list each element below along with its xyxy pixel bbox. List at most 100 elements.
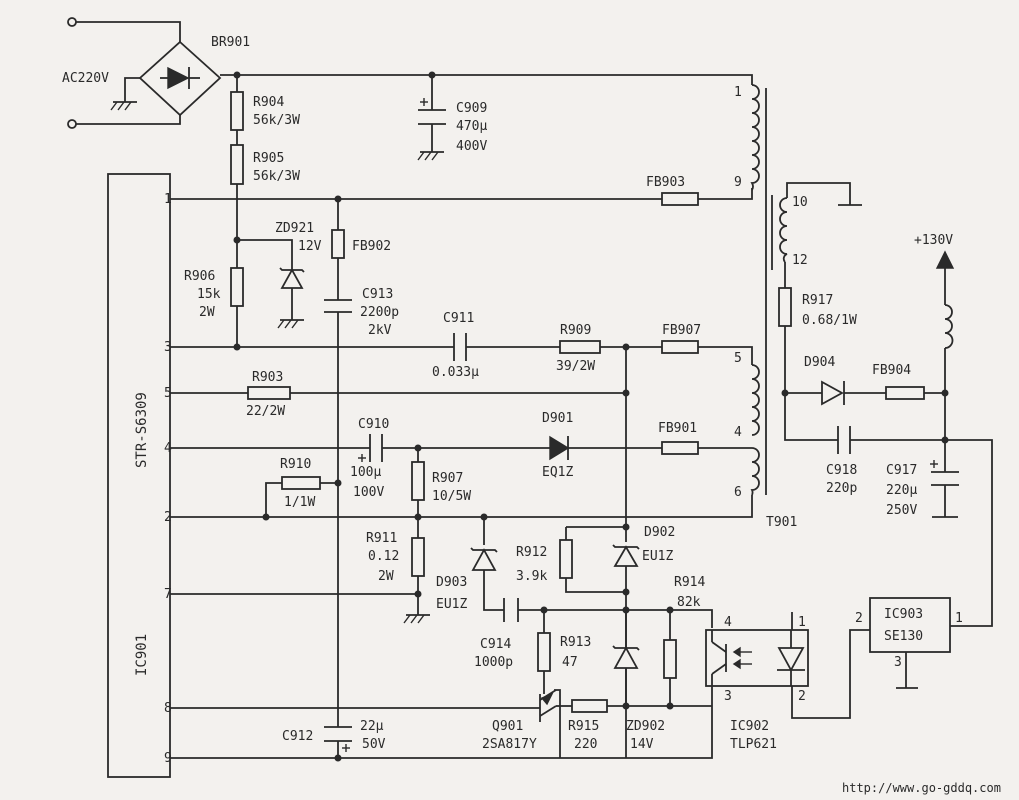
ic901-pin: 9: [164, 751, 172, 766]
pin-numbers: 1 3 5 4 2 7 8 9 1 9 5 4 6 10 12 4 3 1 2 …: [164, 85, 963, 766]
label-d901: D901: [542, 411, 573, 426]
label-d902-value: EU1Z: [642, 549, 673, 564]
label-d903-value: EU1Z: [436, 597, 467, 612]
ic902-pin: 3: [724, 689, 732, 704]
capacitor-c914: [503, 598, 519, 622]
label-c911: C911: [443, 311, 474, 326]
label-c909: C909: [456, 101, 487, 116]
capacitor-c912: [324, 726, 352, 752]
t901-pin: 10: [792, 195, 808, 210]
diodes: [279, 267, 845, 706]
label-r909-value: 39/2W: [556, 359, 595, 374]
transistor-q901: [516, 688, 557, 722]
ic901-pin: 8: [164, 701, 172, 716]
output-inductor: [944, 304, 954, 349]
zener-zd902: [612, 610, 640, 706]
ic903-pin: 2: [855, 611, 863, 626]
optocoupler-ic902: [705, 629, 809, 687]
label-r905: R905: [253, 151, 284, 166]
label-zd902: ZD902: [626, 719, 665, 734]
label-c914-value: 1000p: [474, 655, 513, 670]
label-d904: D904: [804, 355, 835, 370]
ic901-pin: 3: [164, 340, 172, 355]
label-c917-value2: 250V: [886, 503, 917, 518]
label-r917: R917: [802, 293, 833, 308]
label-output-voltage: +130V: [914, 233, 953, 248]
resistor-r910: [281, 476, 321, 490]
ferrite-fb901: [661, 441, 699, 455]
resistor-r905: [230, 144, 244, 185]
ic902-pin: 2: [798, 689, 806, 704]
label-c911-value: 0.033μ: [432, 365, 479, 380]
label-c910: C910: [358, 417, 389, 432]
label-r904: R904: [253, 95, 284, 110]
label-fb902: FB902: [352, 239, 391, 254]
capacitor-c910: [358, 434, 383, 462]
label-ic903-value: SE130: [884, 629, 923, 644]
label-c917: C917: [886, 463, 917, 478]
resistor-r911: [411, 537, 425, 577]
label-r914: R914: [674, 575, 705, 590]
resistor-r909: [559, 340, 601, 354]
capacitor-c917: [930, 460, 959, 518]
zener-zd921: [279, 267, 305, 289]
label-r913-value: 47: [562, 655, 578, 670]
label-r903-value: 22/2W: [246, 404, 285, 419]
ic901-body: [107, 173, 171, 778]
label-ic902-value: TLP621: [730, 737, 777, 752]
label-r907: R907: [432, 471, 463, 486]
label-r913: R913: [560, 635, 591, 650]
ic903-body: [869, 597, 951, 653]
t901-pin: 9: [734, 175, 742, 190]
label-c918: C918: [826, 463, 857, 478]
capacitors: [324, 98, 959, 752]
ac-input-terminal-bottom: [67, 119, 77, 129]
label-c912: C912: [282, 729, 313, 744]
t901-pin: 6: [734, 485, 742, 500]
ac-input-terminal-top: [67, 17, 77, 27]
t901-pin: 12: [792, 253, 808, 268]
label-r906: R906: [184, 269, 215, 284]
resistor-r913: [537, 632, 551, 672]
label-ic902: IC902: [730, 719, 769, 734]
ic901-pin: 2: [164, 510, 172, 525]
transformer-t901: [750, 84, 788, 496]
label-source-url: http://www.go-gddq.com: [842, 781, 1001, 795]
label-d901-value: EQ1Z: [542, 465, 573, 480]
label-q901: Q901: [492, 719, 523, 734]
t901-pin: 4: [734, 425, 742, 440]
label-r905-value: 56k/3W: [253, 169, 300, 184]
label-ac220v: AC220V: [62, 71, 109, 86]
label-t901: T901: [766, 515, 797, 530]
resistor-r904: [230, 91, 244, 131]
label-c918-value: 220p: [826, 481, 857, 496]
ferrite-fb904: [885, 386, 925, 400]
label-fb907: FB907: [662, 323, 701, 338]
resistor-r915: [571, 699, 608, 713]
label-zd921: ZD921: [275, 221, 314, 236]
diode-d903: [470, 547, 498, 571]
output-arrow-icon: [935, 250, 955, 269]
label-r909: R909: [560, 323, 591, 338]
label-r914-value: 82k: [677, 595, 701, 610]
label-q901-value: 2SA817Y: [482, 737, 537, 752]
capacitor-c909: [418, 98, 446, 125]
label-r910-value: 1/1W: [284, 495, 315, 510]
diode-d902: [612, 544, 640, 567]
label-c917-value1: 220μ: [886, 483, 917, 498]
ic902-pin: 1: [798, 615, 806, 630]
label-r912: R912: [516, 545, 547, 560]
ferrite-fb902: [331, 229, 345, 259]
resistor-r906: [230, 267, 244, 307]
label-c909-value2: 400V: [456, 139, 487, 154]
label-r910: R910: [280, 457, 311, 472]
label-c912-value1: 22μ: [360, 719, 384, 734]
ferrite-fb907: [661, 340, 699, 354]
label-r911-value2: 2W: [378, 569, 394, 584]
resistor-r914: [663, 639, 677, 679]
diode-d901: [549, 435, 570, 461]
label-fb901: FB901: [658, 421, 697, 436]
label-fb903: FB903: [646, 175, 685, 190]
label-r904-value: 56k/3W: [253, 113, 300, 128]
